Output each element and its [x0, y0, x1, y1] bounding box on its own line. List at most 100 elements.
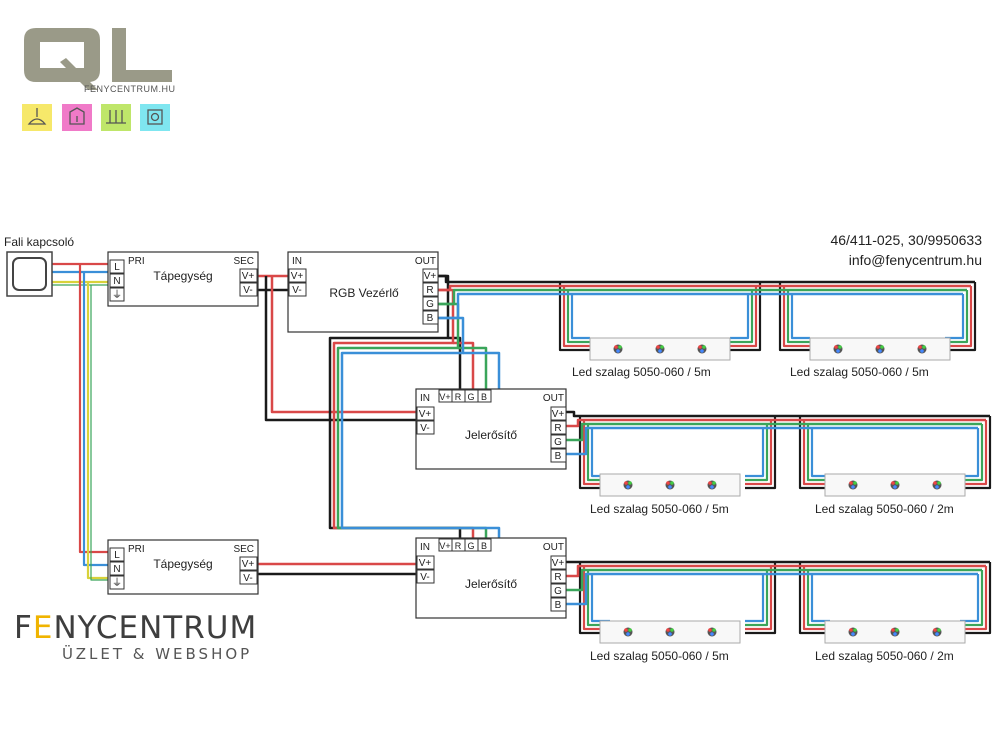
led-chip-green: [618, 345, 622, 349]
led-chip-red: [708, 628, 712, 632]
wire-strip-drop: [730, 294, 750, 340]
psu-out-pin-label: V-: [243, 285, 252, 296]
led-chip-red: [891, 481, 895, 485]
wire-signal-amp1: [463, 351, 501, 389]
led-chip-blue: [658, 349, 662, 353]
wire-strip-feed: [438, 284, 971, 292]
wire-strip-drop: [745, 562, 777, 635]
led-chip-red: [933, 628, 937, 632]
wire-strip-drop: [960, 566, 988, 631]
controller-in-label: IN: [292, 256, 302, 267]
brand-tagline: ÜZLET & WEBSHOP: [62, 645, 253, 663]
wire-amp1-vminus: [264, 276, 416, 422]
led-chip-green: [670, 481, 674, 485]
led-chip-red: [666, 481, 670, 485]
rgb-controller: [287, 251, 439, 333]
amp-top-pin-label: V+: [439, 392, 450, 402]
controller-out-pin-label: R: [426, 285, 433, 296]
amp-out-pin-box: [550, 555, 567, 570]
psu-in-pin-label: L: [114, 550, 120, 561]
amp-in-pin-box: [416, 555, 435, 570]
amp-out-pin-box: [550, 406, 567, 421]
amp-top-pin-label: R: [455, 541, 462, 551]
controller-out-pin-box: [422, 282, 439, 297]
controller-out-pin-box: [422, 296, 439, 311]
amp-out-label: OUT: [543, 393, 564, 404]
switch-label: Fali kapcsoló: [4, 235, 74, 249]
led-chip-red: [656, 345, 660, 349]
wire-strip-drop: [810, 574, 830, 623]
led-chip-red: [891, 628, 895, 632]
amp-top-pin-label: V+: [439, 541, 450, 551]
led-chip-red: [849, 481, 853, 485]
amp-top-pin-box: [477, 389, 492, 403]
amp-out-pin-label: V+: [552, 409, 565, 420]
wire-strip-drop: [745, 420, 773, 486]
amp-out-pin-box: [550, 597, 567, 612]
wire-strip-drop: [730, 290, 754, 344]
wire-strip-feed: [566, 422, 982, 442]
amp-out-pin-label: B: [555, 600, 562, 611]
wire-strip-drop: [945, 282, 977, 352]
amp-in-pin-box: [416, 420, 435, 435]
psu-out-pin-box: [239, 268, 258, 283]
psu-in-pin-box: [109, 259, 125, 274]
wall-switch-rocker: [12, 257, 47, 291]
controller-in-pin-box: [288, 268, 307, 283]
wire-strip-drop: [566, 290, 590, 344]
led-chip-blue: [836, 349, 840, 353]
led-chip-blue: [935, 632, 939, 636]
wire-signal-bus: [340, 316, 501, 538]
led-chip-red: [933, 481, 937, 485]
psu-out-pin-label: V-: [243, 573, 252, 584]
wires: [52, 262, 992, 635]
wire-strip-drop: [745, 566, 773, 631]
controller-out-pin-box: [422, 310, 439, 325]
amp-title: Jelerősítő: [465, 428, 517, 442]
psu-in-pin-label: ⏚: [112, 577, 122, 589]
wire-strip-drop: [798, 562, 830, 635]
wire-strip-drop: [745, 574, 765, 623]
psu-in-pin-label: N: [113, 564, 120, 575]
led-chip-red: [614, 345, 618, 349]
led-chip-green: [895, 481, 899, 485]
wire-strip-feed: [566, 568, 982, 592]
wire-strip-drop: [786, 290, 810, 344]
wire-strip-feed: [438, 292, 963, 320]
led-chip-green: [712, 628, 716, 632]
amp-out-pin-box: [550, 583, 567, 598]
controller-out-label: OUT: [415, 256, 436, 267]
contact-email: info@fenycentrum.hu: [848, 252, 982, 268]
brand-letter-e: E: [32, 610, 54, 646]
wire-strip-drop: [945, 290, 969, 344]
led-chip-green: [660, 345, 664, 349]
psu-pri-label: PRI: [128, 544, 145, 555]
wire-strip-drop: [945, 294, 965, 340]
wire-strip-feed: [566, 426, 978, 456]
led-strip-label: Led szalag 5050-060 / 5m: [790, 365, 929, 379]
wire-strip-feed: [566, 418, 986, 428]
led-chip-blue: [700, 349, 704, 353]
wire-strip-drop: [745, 428, 765, 478]
amp-in-pin-label: V+: [419, 409, 432, 420]
amp-out-pin-label: R: [554, 572, 561, 583]
led-chip-red: [918, 345, 922, 349]
amp-top-pin-label: B: [481, 541, 487, 551]
wire-strip-drop: [806, 570, 830, 627]
wire-strip-drop: [806, 424, 830, 482]
psu-out-pin-label: V+: [242, 559, 255, 570]
logo-icons: [22, 104, 170, 131]
psu-out-pin-label: V+: [242, 271, 255, 282]
controller-out-pin-label: B: [427, 313, 434, 324]
power-supply: [107, 539, 259, 595]
led-chip-blue: [626, 632, 630, 636]
led-chip-blue: [668, 485, 672, 489]
wire-strip-drop: [960, 420, 988, 486]
psu-in-pin-label: N: [113, 276, 120, 287]
controller-out-pin-label: V+: [424, 271, 437, 282]
amp-out-pin-label: G: [554, 586, 562, 597]
wire-signal-amp1: [453, 341, 475, 389]
wire-strip-drop: [590, 428, 610, 478]
led-chip-red: [849, 628, 853, 632]
